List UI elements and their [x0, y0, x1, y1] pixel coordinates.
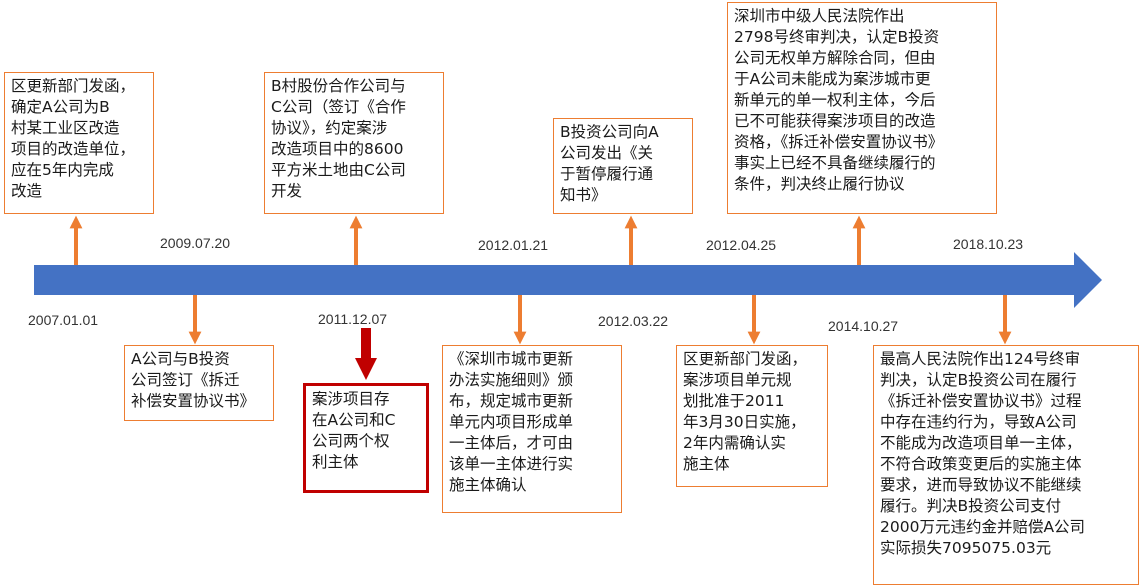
- date-label: 2011.12.07: [318, 311, 388, 327]
- event-box: 区更新部门发函， 案涉项目单元规 划批准于2011 年3月30日实施， 2年内需…: [676, 345, 828, 487]
- highlight-arrow-head: [355, 358, 377, 380]
- date-label: 2007.01.01: [28, 312, 99, 328]
- highlight-arrow-shaft: [361, 328, 371, 360]
- timeline-arrow: [34, 252, 1102, 308]
- event-box: 区更新部门发函， 确定A公司为B 村某工业区改造 项目的改造单位， 应在5年内完…: [4, 72, 154, 214]
- event-box: B投资公司向A 公司发出《关 于暂停履行通 知书》: [553, 118, 693, 214]
- event-box: B村股份合作公司与 C公司（签订《合作 协议》，约定案涉 改造项目中的8600 …: [264, 72, 444, 214]
- event-box: 深圳市中级人民法院作出 2798号终审判决，认定B投资 公司无权单方解除合同，但…: [727, 2, 997, 214]
- highlight-event-box: 案涉项目存 在A公司和C 公司两个权 利主体: [303, 383, 429, 493]
- event-box: 《深圳市城市更新 办法实施细则》颁 布，规定城市更新 单元内项目形成单 一主体后…: [442, 345, 622, 513]
- date-label: 2012.04.25: [706, 237, 777, 253]
- date-label: 2012.03.22: [598, 313, 669, 329]
- event-box: 最高人民法院作出124号终审 判决，认定B投资公司在履行 《拆迁补偿安置协议书》…: [873, 345, 1139, 585]
- date-label: 2009.07.20: [160, 235, 231, 251]
- event-box: A公司与B投资 公司签订《拆迁 补偿安置协议书》: [124, 345, 274, 421]
- date-label: 2014.10.27: [828, 318, 899, 334]
- date-label: 2018.10.23: [953, 236, 1024, 252]
- date-label: 2012.01.21: [478, 237, 549, 253]
